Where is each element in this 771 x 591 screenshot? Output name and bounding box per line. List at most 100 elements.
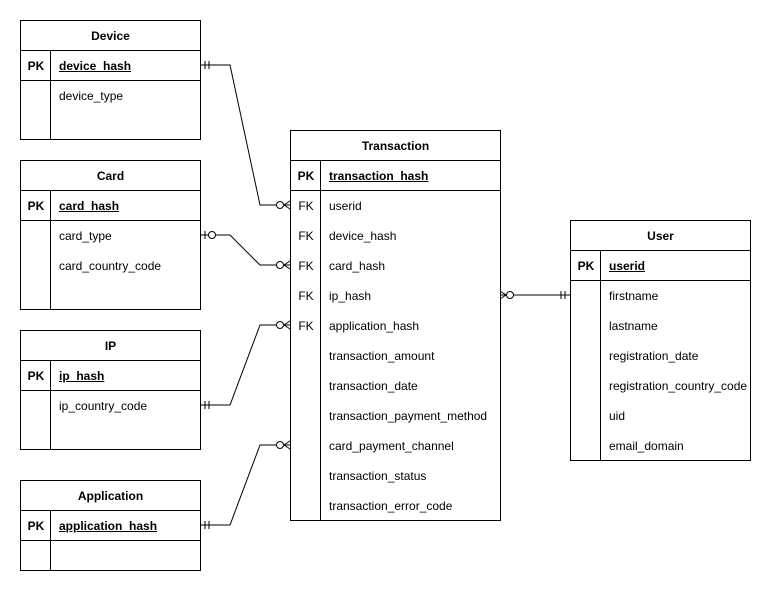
field-row[interactable]: ip_country_code: [21, 391, 200, 421]
entity-title: Device: [21, 21, 200, 51]
key-column: [291, 161, 321, 190]
field-row[interactable]: FK application_hash: [291, 311, 500, 341]
pk-field: ip_hash: [59, 369, 105, 383]
key-column: [21, 221, 51, 309]
field-name: registration_date: [609, 349, 699, 363]
field-key: FK: [298, 319, 314, 333]
entity-ip[interactable]: IP PK ip_hash ip_country_code: [20, 330, 201, 450]
connector-ip-transaction: [200, 324, 290, 406]
field-row[interactable]: lastname: [571, 311, 750, 341]
connector-application-transaction: [200, 444, 290, 526]
field-name: uid: [609, 409, 626, 423]
pk-field: device_hash: [59, 59, 132, 73]
field-name: transaction_date: [329, 379, 418, 393]
key-column: [21, 511, 51, 540]
pk-label: PK: [577, 259, 595, 273]
entity-title: Transaction: [291, 131, 500, 161]
field-name: ip_country_code: [59, 399, 148, 413]
field-row[interactable]: FK ip_hash: [291, 281, 500, 311]
pk-field: userid: [609, 259, 646, 273]
field-name: card_payment_channel: [329, 439, 454, 453]
entity-transaction[interactable]: Transaction PK transaction_hash FK userid…: [290, 130, 501, 521]
field-key: FK: [298, 289, 314, 303]
pk-field: transaction_hash: [329, 169, 429, 183]
entity-card[interactable]: Card PK card_hash card_type card_country…: [20, 160, 201, 310]
field-name: card_type: [59, 229, 112, 243]
field-name: lastname: [609, 319, 658, 333]
entity-title: Application: [21, 481, 200, 511]
field-row[interactable]: device_type: [21, 81, 200, 111]
entity-user[interactable]: User PK userid firstname lastname regist…: [570, 220, 751, 461]
entity-device[interactable]: Device PK device_hash device_type: [20, 20, 201, 140]
key-column: [21, 391, 51, 449]
entity-body: device_type: [21, 81, 200, 139]
field-name: email_domain: [609, 439, 684, 453]
field-row[interactable]: card_payment_channel: [291, 431, 500, 461]
pk-label: PK: [27, 519, 45, 533]
pk-label: PK: [27, 369, 45, 383]
field-name: card_country_code: [59, 259, 162, 273]
field-row[interactable]: card_type: [21, 221, 200, 251]
field-name: device_type: [59, 89, 124, 103]
key-column: [291, 191, 321, 520]
primary-key-row[interactable]: PK transaction_hash: [291, 161, 500, 191]
connector-device-transaction: [200, 64, 290, 206]
primary-key-row[interactable]: PK card_hash: [21, 191, 200, 221]
entity-body: card_type card_country_code: [21, 221, 200, 309]
pk-field: card_hash: [59, 199, 120, 213]
field-key: FK: [298, 229, 314, 243]
entity-application[interactable]: Application PK application_hash: [20, 480, 201, 571]
field-name: application_hash: [329, 319, 420, 333]
pk-label: PK: [27, 59, 45, 73]
key-column: [21, 361, 51, 390]
field-name: ip_hash: [329, 289, 372, 303]
entity-title: User: [571, 221, 750, 251]
field-name: card_hash: [329, 259, 386, 273]
field-row[interactable]: card_country_code: [21, 251, 200, 281]
pk-label: PK: [27, 199, 45, 213]
key-column: [21, 51, 51, 80]
primary-key-row[interactable]: PK device_hash: [21, 51, 200, 81]
field-name: transaction_payment_method: [329, 409, 488, 423]
connector-card-transaction: [200, 234, 290, 266]
field-row[interactable]: transaction_error_code: [291, 491, 500, 521]
entity-title: Card: [21, 161, 200, 191]
field-key: FK: [298, 259, 314, 273]
key-column: [21, 81, 51, 139]
field-row[interactable]: FK device_hash: [291, 221, 500, 251]
entity-body: FK userid FK device_hash FK card_hash FK ip_…: [291, 191, 500, 520]
entity-body: [21, 541, 200, 570]
field-row[interactable]: registration_date: [571, 341, 750, 371]
field-name: transaction_error_code: [329, 499, 453, 513]
field-name: registration_country_code: [609, 379, 748, 393]
entity-body: firstname lastname registration_date reg…: [571, 281, 750, 460]
primary-key-row[interactable]: PK application_hash: [21, 511, 200, 541]
field-row[interactable]: transaction_payment_method: [291, 401, 500, 431]
key-column: [571, 251, 601, 280]
field-row[interactable]: registration_country_code: [571, 371, 750, 401]
pk-label: PK: [297, 169, 315, 183]
field-row[interactable]: transaction_date: [291, 371, 500, 401]
entity-title: IP: [21, 331, 200, 361]
field-name: firstname: [609, 289, 659, 303]
field-row[interactable]: uid: [571, 401, 750, 431]
primary-key-row[interactable]: PK userid: [571, 251, 750, 281]
primary-key-row[interactable]: PK ip_hash: [21, 361, 200, 391]
field-row[interactable]: transaction_status: [291, 461, 500, 491]
field-key: FK: [298, 199, 314, 213]
entity-body: ip_country_code: [21, 391, 200, 449]
field-name: device_hash: [329, 229, 397, 243]
field-name: userid: [329, 199, 362, 213]
field-row[interactable]: FK card_hash: [291, 251, 500, 281]
field-name: transaction_status: [329, 469, 427, 483]
field-row[interactable]: email_domain: [571, 431, 750, 461]
field-row[interactable]: FK userid: [291, 191, 500, 221]
key-column: [571, 281, 601, 460]
pk-field: application_hash: [59, 519, 158, 533]
key-column: [21, 541, 51, 570]
field-name: transaction_amount: [329, 349, 435, 363]
key-column: [21, 191, 51, 220]
field-row[interactable]: transaction_amount: [291, 341, 500, 371]
field-row[interactable]: firstname: [571, 281, 750, 311]
